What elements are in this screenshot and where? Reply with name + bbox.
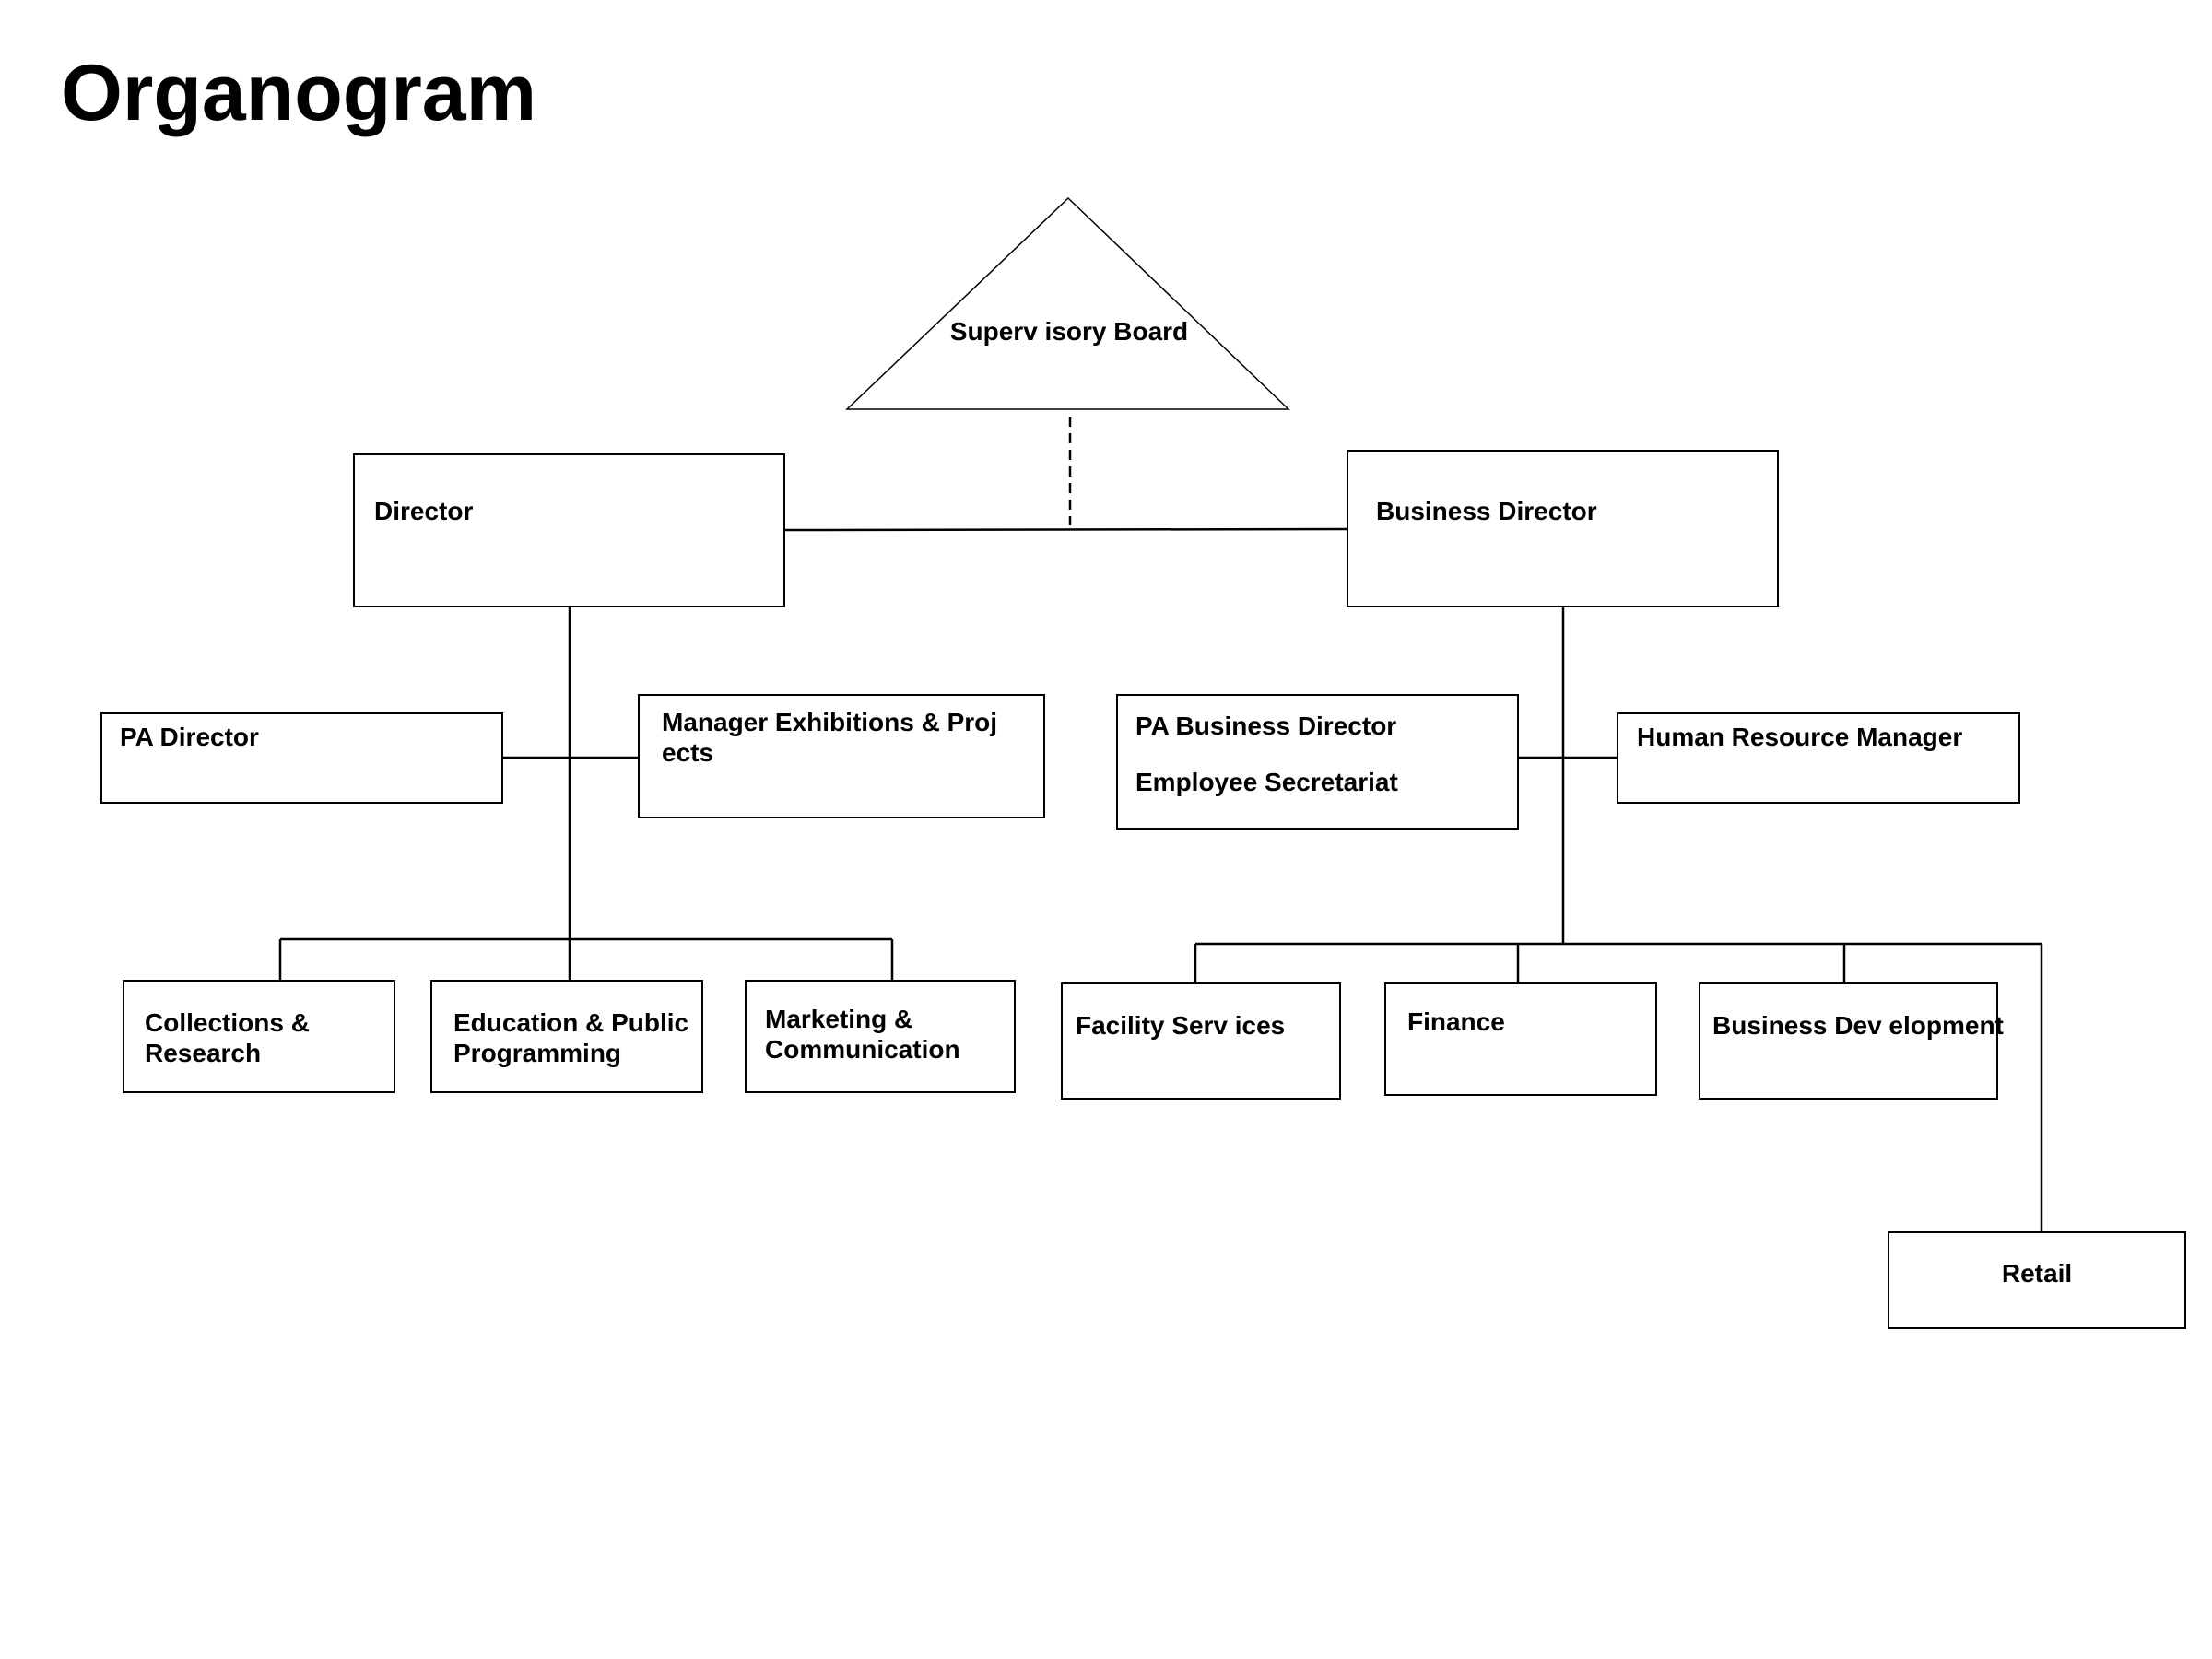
- pa-business-director-label: PA Business Director: [1135, 712, 1397, 740]
- hr-manager-label: Human Resource Manager: [1637, 723, 1963, 751]
- pa-business-director-box[interactable]: PA Business Director Employee Secretaria…: [1116, 694, 1519, 830]
- marketing-communication-label: Marketing & Communication: [765, 1005, 960, 1064]
- employee-secretariat-label: Employee Secretariat: [1135, 768, 1398, 796]
- hr-manager-box[interactable]: Human Resource Manager: [1617, 712, 2020, 804]
- pa-director-label: PA Director: [120, 723, 259, 751]
- business-development-box[interactable]: Business Dev elopment: [1699, 982, 2004, 1100]
- marketing-communication-box[interactable]: Marketing & Communication: [745, 980, 1016, 1093]
- page-title: Organogram: [61, 49, 537, 137]
- manager-exhibitions-label: Manager Exhibitions & Proj ects: [662, 708, 998, 767]
- retail-label: Retail: [2001, 1259, 2073, 1288]
- director-box[interactable]: Director: [353, 453, 785, 607]
- facility-services-label: Facility Serv ices: [1076, 1011, 1286, 1040]
- education-programming-label: Education & Public Programming: [453, 1008, 689, 1067]
- business-director-label: Business Director: [1376, 497, 1597, 525]
- manager-exhibitions-box[interactable]: Manager Exhibitions & Proj ects: [638, 694, 1045, 818]
- director-label: Director: [374, 497, 474, 525]
- supervisory-board-label: Superv isory Board: [949, 317, 1189, 346]
- business-development-label: Business Dev elopment: [1712, 1011, 2004, 1040]
- business-director-box[interactable]: Business Director: [1347, 450, 1779, 607]
- directors-connector: [784, 527, 1347, 532]
- supervisory-board-triangle[interactable]: [845, 196, 1290, 410]
- facility-services-box[interactable]: Facility Serv ices: [1061, 982, 1341, 1100]
- pa-director-box[interactable]: PA Director: [100, 712, 503, 804]
- collections-research-box[interactable]: Collections & Research: [123, 980, 395, 1093]
- finance-label: Finance: [1407, 1007, 1505, 1036]
- retail-box[interactable]: Retail: [1888, 1231, 2186, 1329]
- collections-research-label: Collections & Research: [145, 1008, 310, 1067]
- education-programming-box[interactable]: Education & Public Programming: [430, 980, 703, 1093]
- finance-box[interactable]: Finance: [1384, 982, 1657, 1096]
